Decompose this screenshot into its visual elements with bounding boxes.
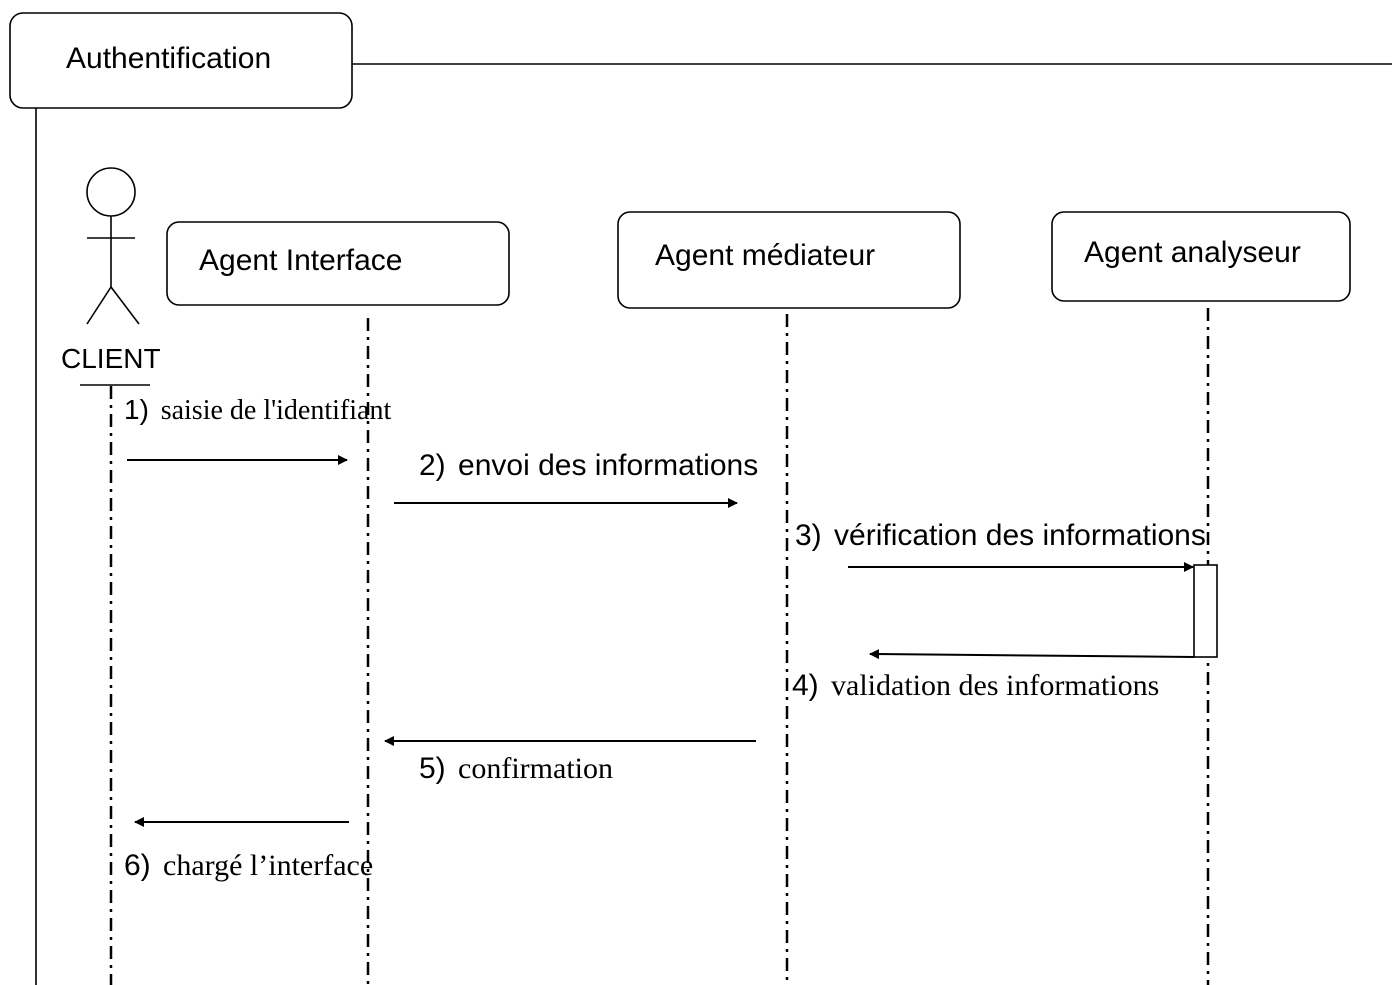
message-1: 1) saisie de l'identifiant [124, 394, 391, 465]
participant-agent-mediateur: Agent médiateur [617, 211, 961, 309]
message-text: saisie de l'identifiant [161, 395, 392, 426]
message-label: 5) confirmation [419, 752, 613, 785]
frame: Authentification [9, 12, 1392, 985]
message-number: 1) [124, 394, 149, 425]
participant-box [1051, 211, 1351, 302]
participant-agent-interface: Agent Interface [166, 221, 510, 306]
message-number: 4) [792, 669, 819, 702]
message-3: 3) vérification des informations [795, 519, 1206, 572]
message-text: chargé l’interface [163, 849, 373, 882]
stick-figure-icon [86, 167, 140, 325]
frame-title-box [9, 12, 353, 109]
participant-label: Agent médiateur [655, 239, 875, 272]
activation-bar [1193, 564, 1218, 658]
participant-box [166, 221, 510, 306]
message-4: 4) validation des informations [792, 649, 1195, 702]
message-6: 6) chargé l’interface [124, 817, 373, 882]
message-text: envoi des informations [458, 449, 758, 482]
message-number: 5) [419, 752, 446, 785]
participant-label: Agent Interface [199, 244, 402, 277]
message-number: 6) [124, 849, 151, 882]
message-label: 1) saisie de l'identifiant [124, 394, 391, 426]
participant-label: Agent analyseur [1084, 236, 1301, 269]
frame-title: Authentification [66, 42, 271, 75]
message-text: vérification des informations [834, 519, 1206, 552]
message-arrow [869, 649, 1195, 660]
participant-agent-analyseur: Agent analyseur [1051, 211, 1351, 302]
message-number: 3) [795, 519, 822, 552]
actor-label: CLIENT [61, 343, 161, 374]
participant-box [617, 211, 961, 309]
actor-client: CLIENT [61, 167, 161, 386]
message-label: 4) validation des informations [792, 669, 1159, 702]
message-text: confirmation [458, 752, 613, 785]
message-2: 2) envoi des informations [394, 449, 758, 508]
message-number: 2) [419, 449, 446, 482]
message-text: validation des informations [831, 669, 1159, 702]
message-label: 3) vérification des informations [795, 519, 1206, 552]
message-label: 2) envoi des informations [419, 449, 758, 482]
message-label: 6) chargé l’interface [124, 849, 373, 882]
message-5: 5) confirmation [384, 736, 756, 785]
